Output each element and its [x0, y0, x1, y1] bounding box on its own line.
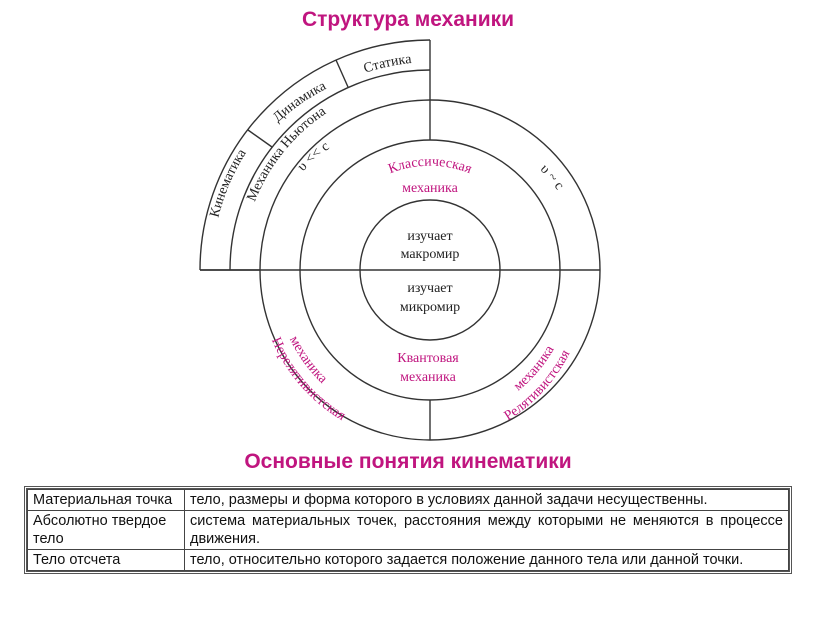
mechanics-structure-diagram: Кинематика Динамика Статика Механика Нью…	[199, 39, 601, 441]
term-cell: Материальная точка	[27, 489, 185, 511]
label-micro-line1: изучает	[407, 281, 452, 296]
arc-newton-outer	[229, 69, 431, 271]
definition-cell: тело, относительно которого задается пол…	[184, 549, 789, 571]
table-row: Материальная точка тело, размеры и форма…	[27, 489, 789, 511]
term-cell: Абсолютно твердое тело	[27, 510, 185, 550]
label-macro-line1: изучает	[407, 229, 452, 244]
label-kinematics: Кинематика	[208, 146, 251, 219]
structure-title: Структура механики	[301, 8, 515, 31]
label-speed-high: υ ~ c	[537, 162, 567, 193]
label-classical-line1: Классическая	[386, 155, 474, 178]
label-quantum-line1: Квантовая	[397, 351, 459, 366]
label-statics: Статика	[362, 52, 413, 77]
label-macro-line2: макромир	[401, 247, 460, 262]
sep-din-stat	[335, 59, 349, 88]
label-classical-line2: механика	[402, 181, 458, 196]
label-nonrelativistic-line1: Нерелятивистская	[268, 335, 348, 424]
label-speed-low: υ << c	[295, 139, 332, 174]
term-cell: Тело отсчета	[27, 549, 185, 571]
label-micro-line2: микромир	[400, 300, 460, 315]
definition-cell: система материальных точек, расстояния м…	[184, 510, 789, 550]
arc-outermost	[199, 39, 431, 271]
diagram-lines	[199, 39, 601, 441]
concepts-title: Основные понятия кинематики	[244, 450, 572, 473]
label-quantum-line2: механика	[400, 370, 456, 385]
table-row: Тело отсчета тело, относительно которого…	[27, 549, 789, 571]
sep-kin-din	[247, 129, 273, 148]
definition-cell: тело, размеры и форма которого в условия…	[184, 489, 789, 511]
table-row: Абсолютно твердое тело система материаль…	[27, 510, 789, 550]
concepts-table: Материальная точка тело, размеры и форма…	[24, 486, 792, 574]
